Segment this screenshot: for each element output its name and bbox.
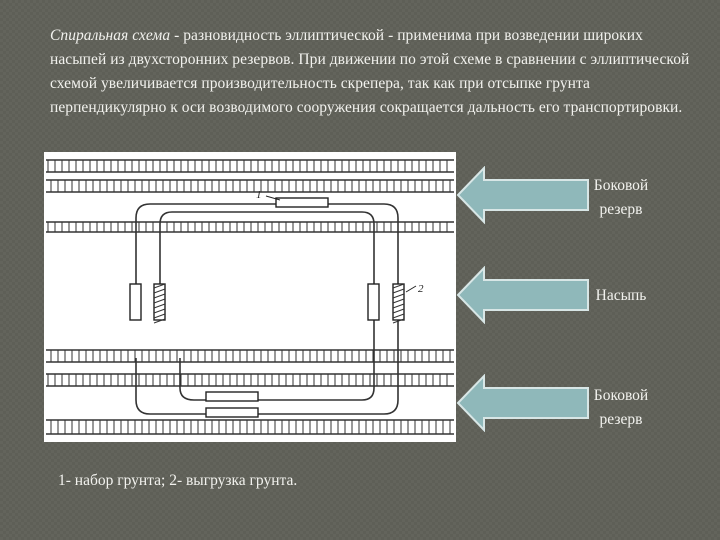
arrow-left-icon [456, 374, 589, 432]
description-text: Спиральная схема - разновидность эллипти… [50, 24, 690, 120]
label-side-reserve-bottom: Боковой резерв [593, 387, 649, 428]
marker-2: 2 [418, 283, 424, 295]
loading-zone-bottom-b [205, 407, 259, 418]
label-side-reserve-top: Боковой резерв [593, 177, 649, 218]
spiral-route-inner [159, 211, 375, 401]
description-body: - разновидность эллиптической - применим… [50, 27, 690, 116]
reserve-hatching [46, 159, 454, 435]
spiral-route [135, 203, 399, 415]
unloading-zone-2 [153, 283, 166, 321]
scheme-drawing: 1 2 [46, 159, 454, 435]
legend-text: 1- набор грунта; 2- выгрузка грунта. [58, 472, 298, 489]
term-spiral-scheme: Спиральная схема [50, 27, 171, 44]
loading-zone-top [275, 197, 329, 208]
label-embankment: Насыпь [595, 287, 647, 304]
arrow-left-icon [456, 266, 589, 324]
scheme-diagram: 1 2 [44, 152, 456, 442]
marker-1: 1 [256, 189, 262, 201]
unloading-zone-3 [367, 283, 380, 321]
loading-zone-bottom-a [205, 391, 259, 402]
unloading-hatching [153, 283, 405, 324]
arrow-left-icon [456, 166, 589, 224]
unloading-zone-1 [129, 283, 142, 321]
unloading-zone-4 [392, 283, 405, 321]
